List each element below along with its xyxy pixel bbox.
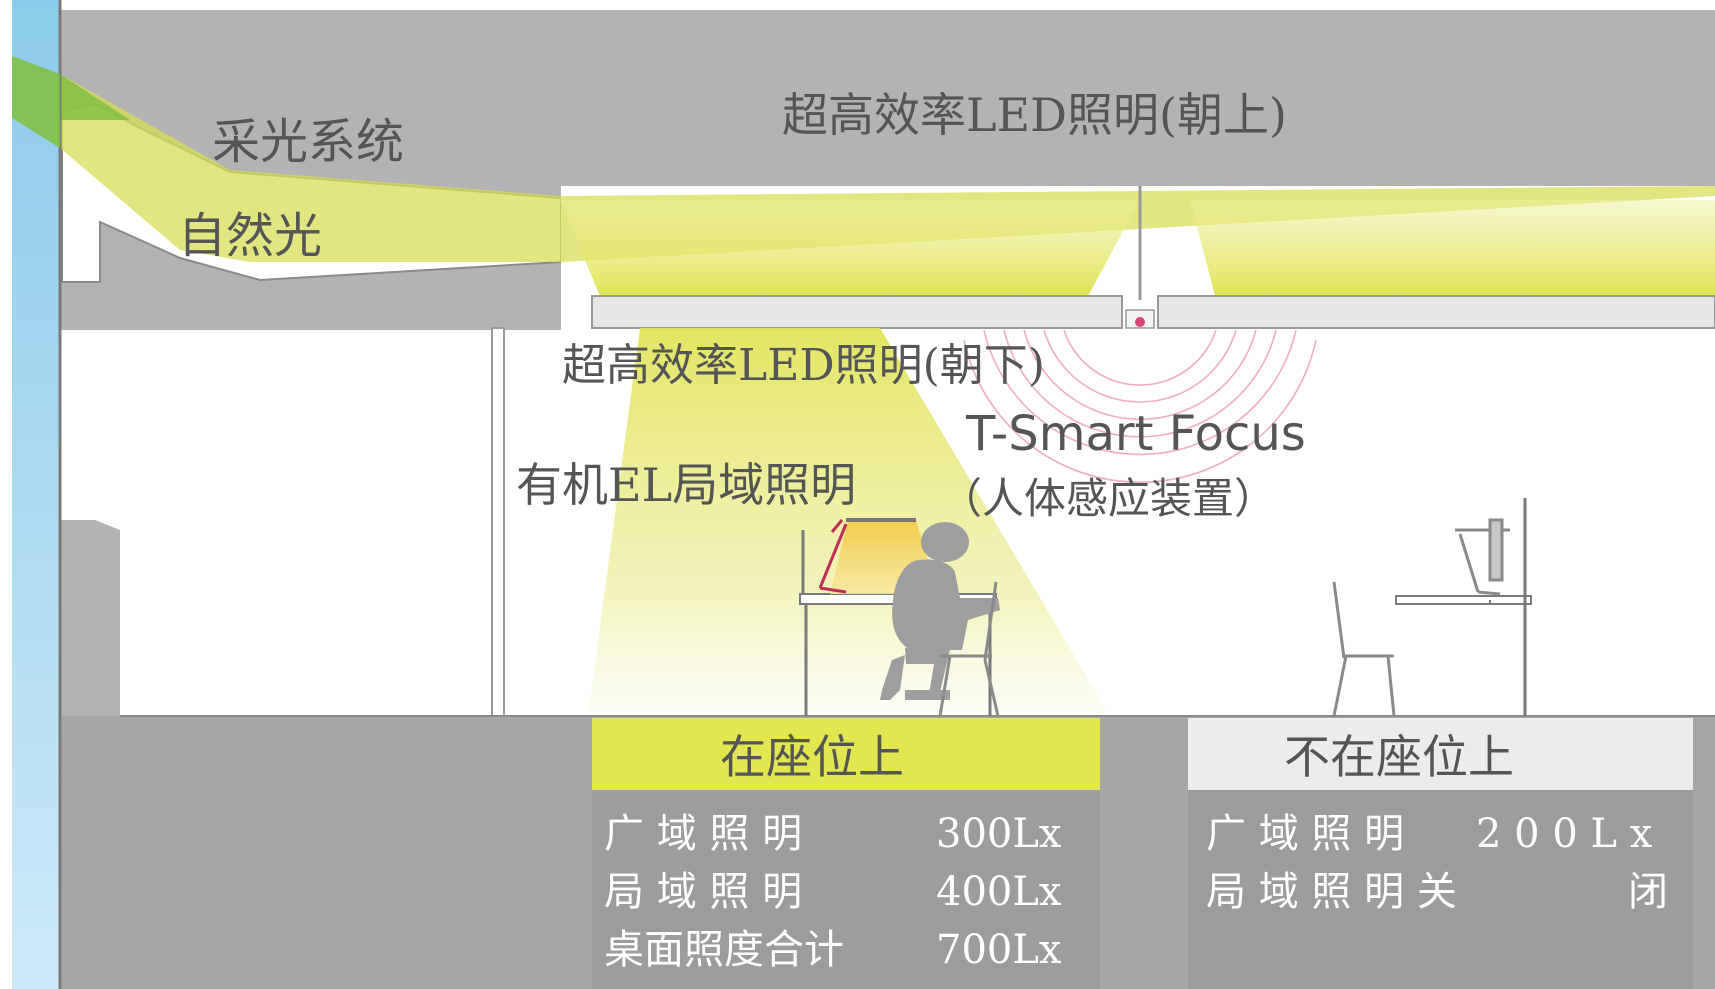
occupied-row-1-value: 300Lx xyxy=(936,811,1062,857)
vacant-task-lamp xyxy=(1455,518,1510,596)
oled-task-label: 有机EL局域照明 xyxy=(516,458,857,512)
occupied-row-3-label: 桌面照度合计 xyxy=(604,927,844,973)
vacant-chair xyxy=(1332,581,1396,717)
sensor-name-label: T-Smart Focus xyxy=(966,406,1306,462)
natural-light-entry xyxy=(12,56,60,148)
sensor-detection-arcs xyxy=(963,329,1317,484)
occupied-row-3-value: 700Lx xyxy=(936,927,1062,973)
glass-facade xyxy=(12,0,60,989)
sensor-dot xyxy=(1135,317,1145,327)
vacant-row-2-label: 局 域 照 明 关 xyxy=(1206,869,1457,915)
led-down-label: 超高效率LED照明(朝下) xyxy=(562,340,1045,391)
sensor-desc-label: （人体感应装置） xyxy=(940,474,1277,523)
vacant-title: 不在座位上 xyxy=(1284,730,1514,784)
uplight-beam-right xyxy=(1190,200,1715,296)
occupied-row-2-value: 400Lx xyxy=(936,869,1062,915)
occupied-panel-header xyxy=(592,718,1100,790)
occupied-title: 在座位上 xyxy=(720,730,904,784)
vacant-desk xyxy=(1395,498,1532,716)
occupied-panel-body xyxy=(592,790,1100,989)
occupied-row-1-label: 广 域 照 明 xyxy=(604,811,803,857)
uplight-beam-left xyxy=(560,200,1140,296)
vacant-row-1-value: 2 0 0 L x xyxy=(1476,811,1653,857)
led-up-label: 超高效率LED照明(朝上) xyxy=(782,88,1287,142)
daylight-system-label: 采光系统 xyxy=(212,114,405,170)
vacant-panel-header xyxy=(1188,718,1693,790)
led-fixture-right xyxy=(1157,295,1715,329)
natural-light-label: 自然光 xyxy=(178,208,323,264)
seated-person xyxy=(880,522,1000,700)
occupied-chair xyxy=(938,581,1000,717)
led-fixture-left xyxy=(591,295,1123,329)
left-wall-block xyxy=(60,520,120,716)
vacant-row-1-label: 广 域 照 明 xyxy=(1206,811,1405,857)
vacant-row-2-value: 闭 xyxy=(1628,869,1668,915)
vacant-panel-body xyxy=(1188,790,1693,989)
partition-column xyxy=(491,327,505,717)
occupied-row-2-label: 局 域 照 明 xyxy=(604,869,803,915)
